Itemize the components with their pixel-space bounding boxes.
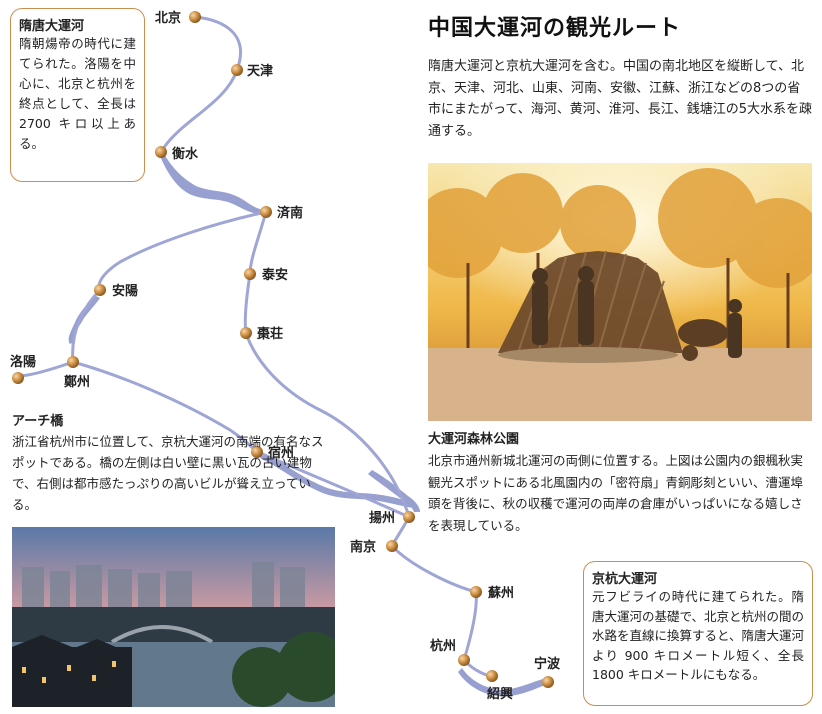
suitang-canal-box: 隋唐大運河 隋朝煬帝の時代に建てられた。洛陽を中心に、北京と杭州を終点として、全…: [10, 8, 145, 182]
marker-tianjin: [231, 64, 243, 76]
river-huai: [260, 452, 416, 508]
label-hangzhou: 杭州: [430, 638, 456, 654]
label-yangzhou: 揚州: [369, 510, 395, 526]
route-jing-hang: [243, 210, 494, 678]
label-suzhou: 蘇州: [487, 585, 514, 601]
marker-suzhou: [470, 586, 482, 598]
bridge-text: 浙江省杭州市に位置して、京杭大運河の南端の有名なスポットである。橋の左側は白い壁…: [12, 434, 324, 512]
label-hengshui: 衡水: [172, 146, 199, 162]
label-suzhou-anhui: 宿州: [268, 445, 294, 461]
label-nanjing: 南京: [350, 539, 376, 555]
marker-beijing: [189, 11, 201, 23]
city-labels: 北京 天津 衡水 済南 泰安 棗荘 安陽 洛陽 鄭州 宿州 揚州 南京 蘇州 杭…: [10, 10, 561, 702]
river-yellow: [68, 296, 100, 344]
label-ningbo: 宁波: [534, 656, 561, 672]
suitang-canal-title: 隋唐大運河: [19, 19, 85, 34]
intro-text: 隋唐大運河と京杭大運河を含む。中国の南北地区を縦断して、北京、天津、河北、山東、…: [428, 59, 812, 139]
river-yangtze: [368, 470, 420, 512]
marker-anyang: [94, 284, 106, 296]
label-shaoxing: 紹興: [487, 686, 513, 702]
river-shapes: [68, 152, 548, 697]
river-haihe: [160, 152, 264, 214]
marker-taian: [244, 268, 256, 280]
park-photo: [428, 163, 812, 421]
label-taian: 泰安: [261, 267, 288, 283]
marker-luoyang: [12, 372, 24, 384]
label-beijing: 北京: [155, 10, 181, 26]
jinghang-canal-box: 京杭大運河 元フビライの時代に建てられた。隋唐大運河の基礎で、北京と杭州の間の水…: [583, 561, 813, 706]
label-zaozhuang: 棗荘: [256, 326, 283, 342]
marker-yangzhou: [403, 511, 415, 523]
bridge-title: アーチ橋: [12, 414, 64, 429]
label-zhengzhou: 鄭州: [64, 374, 90, 390]
marker-zaozhuang: [240, 327, 252, 339]
marker-suzhou-anhui: [251, 446, 263, 458]
label-tianjin: 天津: [247, 63, 273, 79]
marker-ningbo: [542, 676, 554, 688]
marker-zhengzhou: [67, 356, 79, 368]
bridge-photo: [12, 527, 335, 707]
jinghang-canal-body: 元フビライの時代に建てられた。隋唐大運河の基礎で、北京と杭州の間の水路を直線に換…: [592, 589, 805, 682]
jinghang-canal-title: 京杭大運河: [592, 572, 658, 587]
label-luoyang: 洛陽: [10, 354, 36, 370]
park-text: 北京市通州新城北運河の両側に位置する。上図は公園内の銀楓秋実観光スポットにある北…: [428, 453, 804, 533]
suitang-canal-body: 隋朝煬帝の時代に建てられた。洛陽を中心に、北京と杭州を終点として、全長は 270…: [19, 36, 136, 151]
marker-shaoxing: [486, 670, 498, 682]
label-anyang: 安陽: [112, 283, 138, 299]
page-title: 中国大運河の観光ルート: [428, 15, 682, 41]
marker-hangzhou: [458, 654, 470, 666]
label-jinan: 済南: [277, 205, 303, 221]
river-qiantang: [458, 668, 548, 697]
park-title: 大運河森林公園: [428, 432, 520, 447]
marker-nanjing: [386, 540, 398, 552]
city-markers: [12, 11, 554, 688]
marker-jinan: [260, 206, 272, 218]
marker-hengshui: [155, 146, 167, 158]
